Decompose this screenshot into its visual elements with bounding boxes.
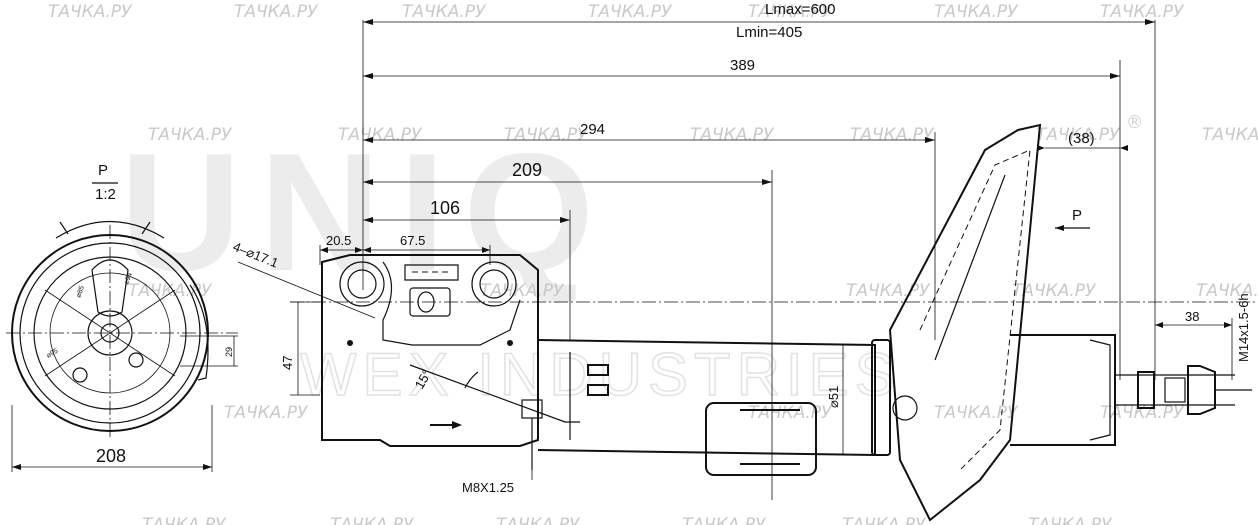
site-watermark: ТАЧКА.РУ xyxy=(1012,281,1097,301)
site-watermark: ТАЧКА.РУ xyxy=(1196,281,1258,301)
site-watermark: ТАЧКА.РУ xyxy=(682,515,767,525)
shock-absorber: 4–⌀17.1 47 15° M8X1.25 ⌀51 xyxy=(231,123,1258,522)
dim-294: 294 xyxy=(580,121,605,138)
site-watermark: ТАЧКА.РУ xyxy=(748,403,833,423)
site-watermark: ТАЧКА.РУ xyxy=(850,125,935,145)
site-watermark: ТАЧКА.РУ xyxy=(842,515,927,525)
site-watermarks: ТАЧКА.РУ ТАЧКА.РУ ТАЧКА.РУ ТАЧКА.РУ ТАЧК… xyxy=(48,2,1258,525)
site-watermark: ТАЧКА.РУ xyxy=(48,2,133,22)
mount-hole xyxy=(128,352,144,368)
dimension-chain: Lmax=600 Lmin=405 389 294 209 106 20.5 6… xyxy=(319,1,1233,500)
site-watermark: ТАЧКА.РУ xyxy=(934,2,1019,22)
dim-38-ref: (38) xyxy=(1068,130,1095,147)
site-watermark: ТАЧКА.РУ xyxy=(690,125,775,145)
p-arrow-label: P xyxy=(1072,207,1082,224)
dim-106: 106 xyxy=(430,198,460,218)
detail-dim-c: ⌀95 xyxy=(46,348,60,360)
dim-20-5: 20.5 xyxy=(326,233,351,248)
site-watermark: ТАЧКА.РУ xyxy=(504,125,589,145)
site-watermark: ТАЧКА.РУ xyxy=(234,2,319,22)
detail-dim-a: ⌀85 xyxy=(75,285,86,299)
dim-thread-stud: M8X1.25 xyxy=(462,480,514,495)
view-p-scale: 1:2 xyxy=(95,186,116,203)
spring-cup xyxy=(888,123,1042,522)
site-watermark: ТАЧКА.РУ xyxy=(128,281,213,301)
dim-38: 38 xyxy=(1185,309,1199,324)
dim-29: 29 xyxy=(224,347,234,357)
site-watermark: ТАЧКА.РУ xyxy=(588,2,673,22)
dim-lmin: Lmin=405 xyxy=(736,24,802,41)
site-watermark: ТАЧКА.РУ xyxy=(1100,403,1185,423)
dim-diameter-51: ⌀51 xyxy=(826,386,841,408)
knuckle-bracket xyxy=(321,254,539,447)
bracket-hole-lower xyxy=(471,261,517,307)
upper-housing xyxy=(1010,334,1116,446)
site-watermark: ТАЧКА.РУ xyxy=(402,2,487,22)
site-watermark: ТАЧКА.РУ xyxy=(338,125,423,145)
site-watermark: ТАЧКА.РУ xyxy=(330,515,415,525)
dim-lmax: Lmax=600 xyxy=(765,1,835,18)
dim-209: 209 xyxy=(512,160,542,180)
bracket-hole-upper xyxy=(339,261,385,307)
site-watermark: ТАЧКА.РУ xyxy=(142,515,227,525)
site-watermark: ТАЧКА.РУ xyxy=(1028,515,1113,525)
detail-dim-b: ⌀94 xyxy=(123,272,134,286)
spring-seat xyxy=(705,402,817,476)
dim-208: 208 xyxy=(96,446,126,466)
site-watermark: ТАЧКА.РУ xyxy=(1100,2,1185,22)
site-watermark: ТАЧКА.РУ xyxy=(846,281,931,301)
site-watermark: ТАЧКА.РУ xyxy=(1202,125,1258,145)
view-p-detail: P 1:2 ⌀85 ⌀94 ⌀95 29 208 xyxy=(6,162,238,472)
brand-watermark-main: UNIQ xyxy=(120,118,612,306)
dim-47: 47 xyxy=(280,356,295,370)
site-watermark: ТАЧКА.РУ xyxy=(934,403,1019,423)
site-watermark: ТАЧКА.РУ xyxy=(496,515,581,525)
brand-watermark-registered: ® xyxy=(1128,112,1141,132)
site-watermark: ТАЧКА.РУ xyxy=(1036,125,1121,145)
dim-67-5: 67.5 xyxy=(400,233,425,248)
mount-hole xyxy=(72,367,88,383)
site-watermark: ТАЧКА.РУ xyxy=(148,125,233,145)
site-watermark: ТАЧКА.РУ xyxy=(748,2,833,22)
rod-nut xyxy=(1187,365,1216,415)
view-p-label: P xyxy=(98,162,108,179)
dim-thread-rod: M14x1.5-6h xyxy=(1236,293,1251,362)
dim-389: 389 xyxy=(730,57,755,74)
site-watermark: ТАЧКА.РУ xyxy=(224,403,309,423)
